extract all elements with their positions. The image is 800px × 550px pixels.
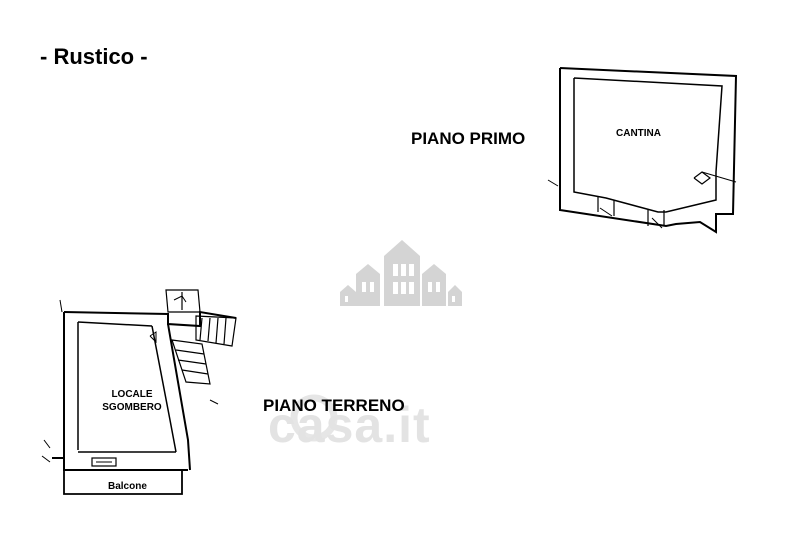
watermark-text: casa.it xyxy=(268,397,431,453)
balcony-label: Balcone xyxy=(108,481,147,492)
first-floor-plan xyxy=(547,67,738,234)
watermark-circle-icon xyxy=(290,394,338,442)
room-label-line2: SGOMBERO xyxy=(102,402,162,413)
page-title: - Rustico - xyxy=(40,44,148,69)
buildings-logo-icon xyxy=(340,240,462,306)
ground-floor-plan xyxy=(41,289,237,495)
room-label-locale-sgombero: LOCALE SGOMBERO xyxy=(92,388,172,414)
ground-floor-label: PIANO TERRENO xyxy=(263,396,405,415)
first-floor-label: PIANO PRIMO xyxy=(411,129,526,148)
room-label-line1: LOCALE xyxy=(111,389,153,400)
room-label-cantina: CANTINA xyxy=(616,128,661,139)
